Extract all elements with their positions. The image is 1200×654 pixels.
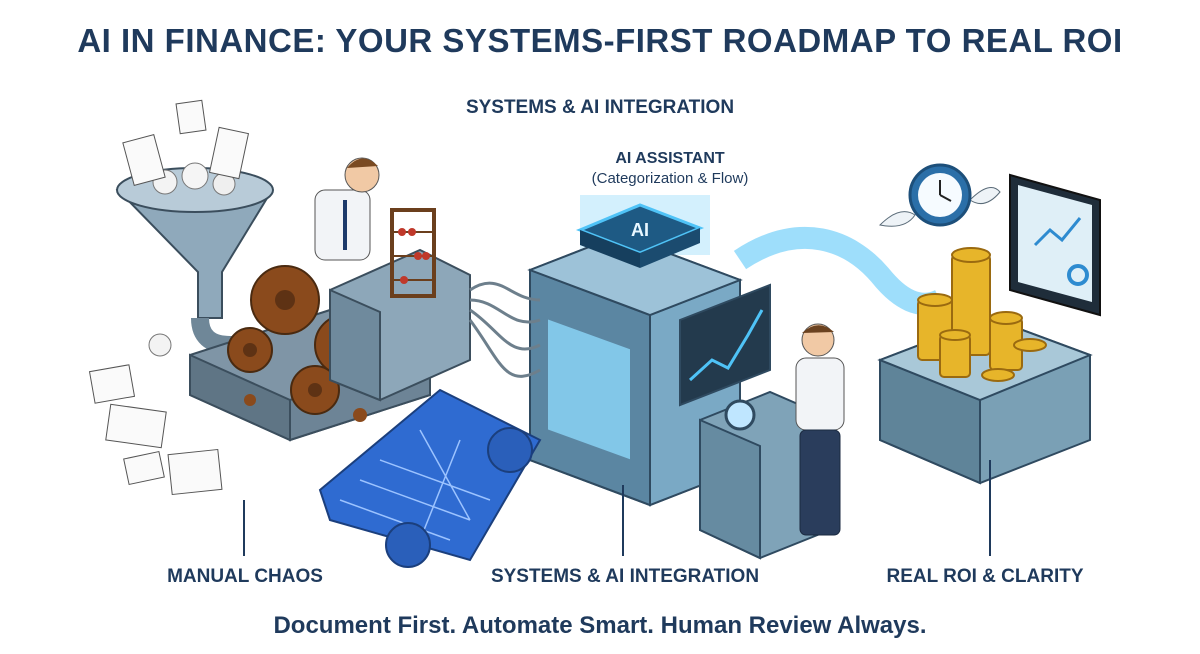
ai-integration-illustration: AI: [318, 195, 945, 568]
manual-chaos-illustration: [88, 99, 471, 556]
ai-assistant-caption: AI ASSISTANT (Categorization & Flow): [540, 150, 800, 187]
receipt-icon: [105, 403, 167, 449]
winged-clock-icon: [878, 163, 1001, 227]
receipt-icon: [122, 133, 166, 187]
stage-label-systems-ai: SYSTEMS & AI INTEGRATION: [490, 566, 760, 587]
ai-chip-label: AI: [631, 220, 649, 240]
receipt-icon: [208, 126, 250, 180]
receipt-icon: [175, 99, 207, 135]
abacus-icon: [390, 208, 436, 298]
receipt-icon: [167, 448, 223, 496]
stage-label-manual-chaos: MANUAL CHAOS: [167, 566, 323, 587]
blueprint-scroll: [318, 388, 542, 568]
data-stream: [733, 227, 945, 315]
coin-stack-icon: [917, 247, 1047, 382]
receipt-icon: [88, 364, 136, 404]
receipt-icon: [123, 450, 165, 486]
section-subtitle: SYSTEMS & AI INTEGRATION: [465, 97, 735, 118]
magnifier-icon: [724, 399, 756, 431]
growth-chart-monitor: [679, 283, 771, 407]
footer-tagline: Document First. Automate Smart. Human Re…: [273, 612, 927, 639]
roi-illustration: [877, 163, 1101, 556]
human-reviewer: [795, 323, 845, 536]
ai-chip-icon: AI: [575, 203, 705, 268]
page-title: AI IN FINANCE: YOUR SYSTEMS-FIRST ROADMA…: [77, 22, 1123, 59]
dashboard-tablet: [1009, 173, 1101, 317]
ai-assistant-title: AI ASSISTANT: [615, 150, 725, 167]
cable-bundle: [468, 281, 541, 378]
ai-assistant-subtitle: (Categorization & Flow): [591, 170, 749, 187]
stressed-person: [314, 157, 380, 261]
stage-label-real-roi: REAL ROI & CLARITY: [886, 566, 1084, 587]
